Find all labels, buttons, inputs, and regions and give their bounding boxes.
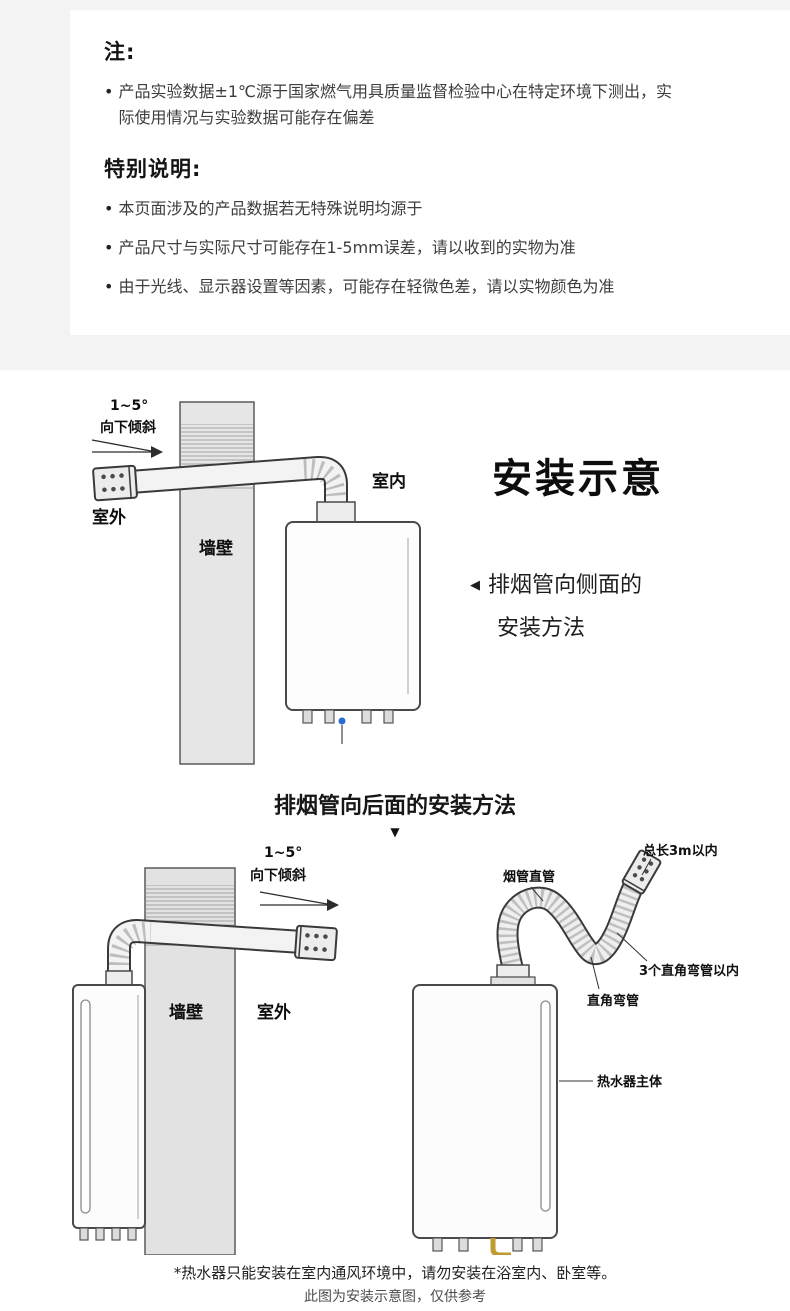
bullet-dot: • xyxy=(104,276,114,296)
note-text: 产品实验数据±1℃源于国家燃气用具质量监督检验中心在特定环境下测出，实际使用情况… xyxy=(118,82,672,127)
side-method-line2: 安装方法 xyxy=(497,616,586,641)
bullet-dot: • xyxy=(104,237,114,257)
water-heater-front xyxy=(412,964,558,1255)
special-note-item: • 产品尺寸与实际尺寸可能存在1-5mm误差，请以收到的实物为准 xyxy=(104,235,756,261)
exhaust-pipe xyxy=(107,918,303,989)
label-straight-pipe: 烟管直管 xyxy=(503,869,555,885)
heater-vent-slot xyxy=(540,1000,551,1212)
label-outdoor: 室外 xyxy=(92,507,126,528)
special-note-item: • 本页面涉及的产品数据若无特殊说明均源于 xyxy=(104,196,756,222)
water-heater-side xyxy=(72,970,146,1241)
label-total-length: 总长3m以内 xyxy=(643,843,718,859)
tilt-arrowhead xyxy=(327,899,339,911)
diagram-rear-exhaust-side: 1~5° 向下倾斜 墙壁 室外 xyxy=(72,845,339,1255)
flexible-flue-pipe xyxy=(496,880,644,972)
down-triangle-icon: ▼ xyxy=(390,825,400,839)
water-heater xyxy=(285,501,421,744)
vent-terminal xyxy=(294,924,338,962)
notes-title: 注: xyxy=(104,40,136,64)
special-notes-title: 特别说明: xyxy=(104,156,202,181)
heater-vent-slot xyxy=(80,999,91,1214)
label-tilt-dir: 向下倾斜 xyxy=(250,867,306,884)
special-note-item: • 由于光线、显示器设置等因素，可能存在轻微色差，请以实物颜色为准 xyxy=(104,274,756,300)
label-heater-body: 热水器主体 xyxy=(597,1074,663,1090)
diagram-side-exhaust: 1~5° 向下倾斜 室外 室内 墙壁 xyxy=(91,398,421,765)
side-method-caption: ◀ 排烟管向侧面的 安装方法 xyxy=(470,566,642,649)
label-tilt-deg: 1~5° xyxy=(264,845,302,861)
diagram-rear-exhaust-front: 烟管直管 总长3m以内 3个直角弯管以内 直角弯管 热水器主体 xyxy=(412,843,739,1255)
special-note-text: 由于光线、显示器设置等因素，可能存在轻微色差，请以实物颜色为准 xyxy=(118,276,615,296)
wall xyxy=(179,401,255,765)
brass-fitting xyxy=(490,1238,511,1255)
label-outdoor: 室外 xyxy=(257,1002,291,1023)
label-wall: 墙壁 xyxy=(199,538,233,559)
heater-body xyxy=(72,984,146,1229)
vent-terminal xyxy=(92,464,138,502)
label-right-angle-bend: 直角弯管 xyxy=(587,993,639,1009)
footnote-reference: 此图为安装示意图，仅供参考 xyxy=(304,1289,486,1305)
label-tilt-deg: 1~5° xyxy=(110,398,148,414)
tilt-annotation xyxy=(91,439,163,458)
rear-method-header: 排烟管向后面的安装方法 ▼ xyxy=(0,788,790,839)
notes-card: 注: • 产品实验数据±1℃源于国家燃气用具质量监督检验中心在特定环境下测出，实… xyxy=(70,10,790,335)
special-note-text: 本页面涉及的产品数据若无特殊说明均源于 xyxy=(118,198,423,218)
heater-body xyxy=(412,984,558,1239)
tilt-annotation xyxy=(259,891,339,911)
heater-body xyxy=(285,521,421,711)
label-max-bends: 3个直角弯管以内 xyxy=(639,963,739,979)
vent-terminal xyxy=(621,849,662,895)
left-triangle-icon: ◀ xyxy=(470,578,480,593)
note-item: • 产品实验数据±1℃源于国家燃气用具质量监督检验中心在特定环境下测出，实际使用… xyxy=(104,79,756,131)
label-tilt-dir: 向下倾斜 xyxy=(100,419,156,436)
bullet-dot: • xyxy=(104,198,114,218)
tilt-arrowhead xyxy=(151,446,163,458)
install-title: 安装示意 xyxy=(492,456,664,502)
rear-method-title: 排烟管向后面的安装方法 xyxy=(273,794,516,819)
bullet-dot: • xyxy=(104,82,114,101)
special-note-text: 产品尺寸与实际尺寸可能存在1-5mm误差，请以收到的实物为准 xyxy=(118,237,576,257)
installation-section: 1~5° 向下倾斜 室外 室内 墙壁 安装示意 ◀ 排烟管向侧面的 安装方法 排烟… xyxy=(0,370,790,1311)
label-wall: 墙壁 xyxy=(169,1002,203,1023)
exhaust-pipe xyxy=(129,455,348,514)
leader-lines xyxy=(530,858,652,1082)
blue-valve-dot xyxy=(338,717,346,725)
side-method-line1: 排烟管向侧面的 xyxy=(488,573,643,598)
label-indoor: 室内 xyxy=(372,471,406,492)
footnote-safety: *热水器只能安装在室内通风环境中，请勿安装在浴室内、卧室等。 xyxy=(173,1264,617,1282)
